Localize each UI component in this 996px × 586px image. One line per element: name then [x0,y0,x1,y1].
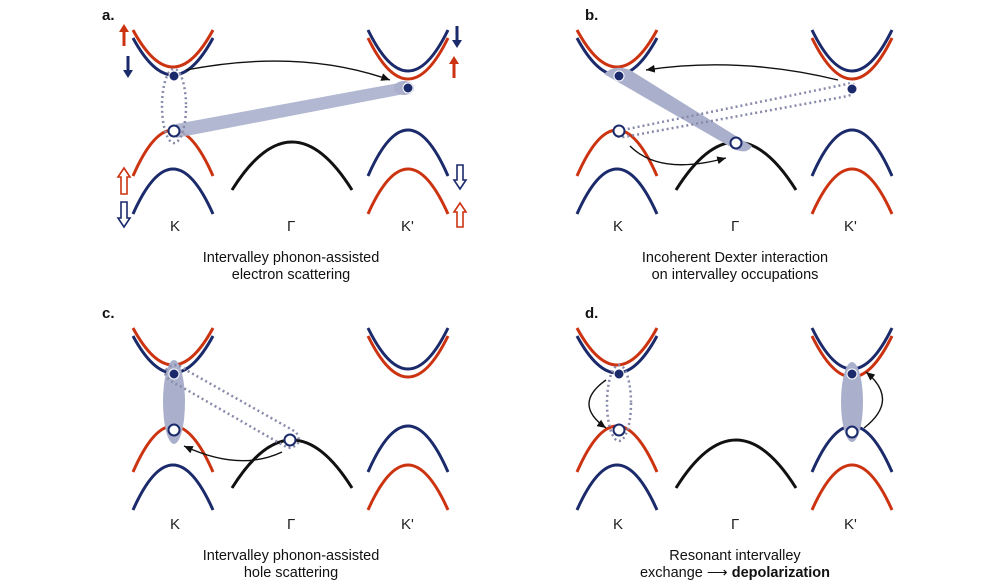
caption-line-2: exchange ⟶ depolarization [585,565,885,582]
gamma-valence-band [230,140,354,191]
kp-conduction-upper-band [810,29,894,73]
spin-down-hollow-arrow-navy-kp [452,164,468,191]
kp-conduction-lower-band [810,37,894,81]
hole-scattering-arrow [183,445,283,462]
spin-up-hollow-arrow-red-kp [452,201,468,228]
k-valence-lower-band [131,167,215,215]
spin-up-arrow-red-kp [449,56,459,78]
hole-k [167,124,181,138]
scattering-arrow [185,60,391,81]
label-k: K [170,516,180,533]
kp-conduction-lower-band [366,37,450,81]
label-k: K [613,516,623,533]
label-k: K [170,218,180,235]
kp-valence-upper-band [366,128,450,177]
electron-transfer-arrow [645,64,839,81]
panel-b-label: b. [585,7,598,24]
panel-a-label: a. [102,7,115,24]
spin-down-hollow-arrow-navy [116,201,132,229]
spin-down-arrow-navy [123,56,133,78]
exciton-shade [163,360,185,444]
hole-k [612,124,626,138]
caption-line: Intervalley phonon-assisted [202,548,380,564]
k-conduction-lower-band [575,335,659,375]
kp-valence-lower-band [366,167,450,215]
label-kp: K' [401,516,414,533]
kp-conduction-lower-band [366,335,450,379]
hole-transfer-arrow [629,145,727,166]
panel-b-caption: Incoherent Dexter interaction on interva… [585,250,885,284]
k-conduction-upper-band [575,327,659,367]
hole-kp [845,425,859,439]
electron-k [168,368,180,380]
caption-pre: exchange ⟶ [639,565,732,581]
k-conduction-upper-band [575,29,659,69]
exchange-arrow-kp [863,371,884,429]
label-gamma: Γ [731,516,739,533]
label-kp: K' [844,218,857,235]
hole-gamma [729,136,743,150]
kp-valence-upper-band [810,128,894,177]
kp-exciton-shade [841,362,863,442]
panel-c: c. K Γ K' [102,305,450,533]
exciton-shade [176,82,404,138]
k-conduction-upper-band [131,327,215,367]
gamma-valence-band [230,438,354,489]
gamma-valence-band [674,438,798,489]
panel-b: b. K Γ K' [575,7,894,235]
electron-kp [402,82,414,94]
panel-a-caption: Intervalley phonon-assisted electron sca… [141,250,441,284]
exchange-arrow-k [588,379,607,429]
electron-k [613,368,625,380]
kp-valence-lower-band [366,463,450,511]
electron-kp [846,83,858,95]
caption-line: Incoherent Dexter interaction [641,250,829,266]
label-gamma: Γ [731,218,739,235]
caption-line: on intervalley occupations [651,267,819,283]
k-exciton-dotted-ellipse [605,363,633,443]
panel-a: a. K Γ K' [102,7,468,235]
panel-c-label: c. [102,305,115,322]
spin-up-arrow-red [119,24,129,46]
hole-k [167,423,181,437]
caption-line: Resonant intervalley [669,548,801,564]
label-gamma: Γ [287,218,295,235]
caption-line: Intervalley phonon-assisted [202,250,380,266]
electron-kp [846,368,858,380]
label-gamma: Γ [287,516,295,533]
kp-valence-lower-band [810,167,894,215]
panel-c-caption: Intervalley phonon-assisted hole scatter… [141,548,441,582]
k-valence-lower-band [575,463,659,511]
label-k: K [613,218,623,235]
exciton-shade-body [604,67,752,152]
hole-gamma [283,433,297,447]
k-valence-lower-band [575,167,659,215]
exciton-dotted-loop [164,363,300,450]
panel-d: d. K Γ K' [575,305,894,533]
k-valence-lower-band [131,463,215,511]
panel-d-label: d. [585,305,598,322]
kp-valence-upper-band [366,424,450,473]
electron-k [168,70,180,82]
panel-d-caption: Resonant intervalley exchange ⟶ depolari… [585,548,885,582]
exciton-dotted-ellipse [160,67,188,145]
caption-line: hole scattering [243,565,339,581]
spin-down-arrow-navy-kp [452,26,462,48]
electron-k [613,70,625,82]
kp-valence-lower-band [810,463,894,511]
caption-line: electron scattering [231,267,351,283]
label-kp: K' [844,516,857,533]
label-kp: K' [401,218,414,235]
hole-k [612,423,626,437]
kp-conduction-upper-band [366,29,450,73]
spin-up-hollow-arrow-red [116,166,132,195]
kp-conduction-upper-band [366,327,450,371]
caption-bold: depolarization [731,565,831,581]
k-conduction-upper-band [131,29,215,69]
